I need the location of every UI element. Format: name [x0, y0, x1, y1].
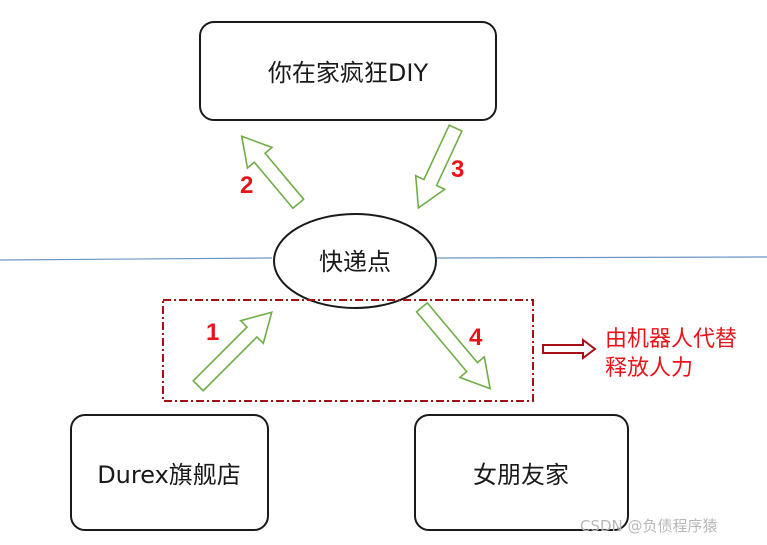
step-label-2: 2	[240, 172, 253, 199]
arrow-step-4	[415, 301, 492, 390]
annotation-arrow	[542, 338, 597, 360]
box-diy	[199, 21, 497, 121]
box-store-label: Durex旗舰店	[97, 461, 241, 489]
ellipse-pickup-point-label: 快递点	[319, 248, 391, 276]
arrow-step-3	[414, 124, 464, 210]
arrow-step-1	[192, 311, 273, 392]
annotation-line-1: 由机器人代替	[605, 327, 737, 352]
box-store	[70, 414, 269, 531]
watermark: CSDN @负债程序猿	[580, 517, 718, 535]
divider-line	[0, 256, 767, 261]
annotation-line-2: 释放人力	[605, 356, 693, 381]
step-label-1: 1	[206, 319, 219, 346]
box-girlfriend-home	[414, 414, 629, 531]
automation-zone	[162, 299, 534, 402]
arrow-step-2	[240, 135, 305, 210]
step-label-3: 3	[451, 156, 464, 183]
step-label-4: 4	[469, 324, 483, 351]
box-diy-label: 你在家疯狂DIY	[268, 59, 429, 87]
ellipse-pickup-point	[273, 213, 437, 309]
box-girlfriend-home-label: 女朋友家	[473, 461, 569, 489]
